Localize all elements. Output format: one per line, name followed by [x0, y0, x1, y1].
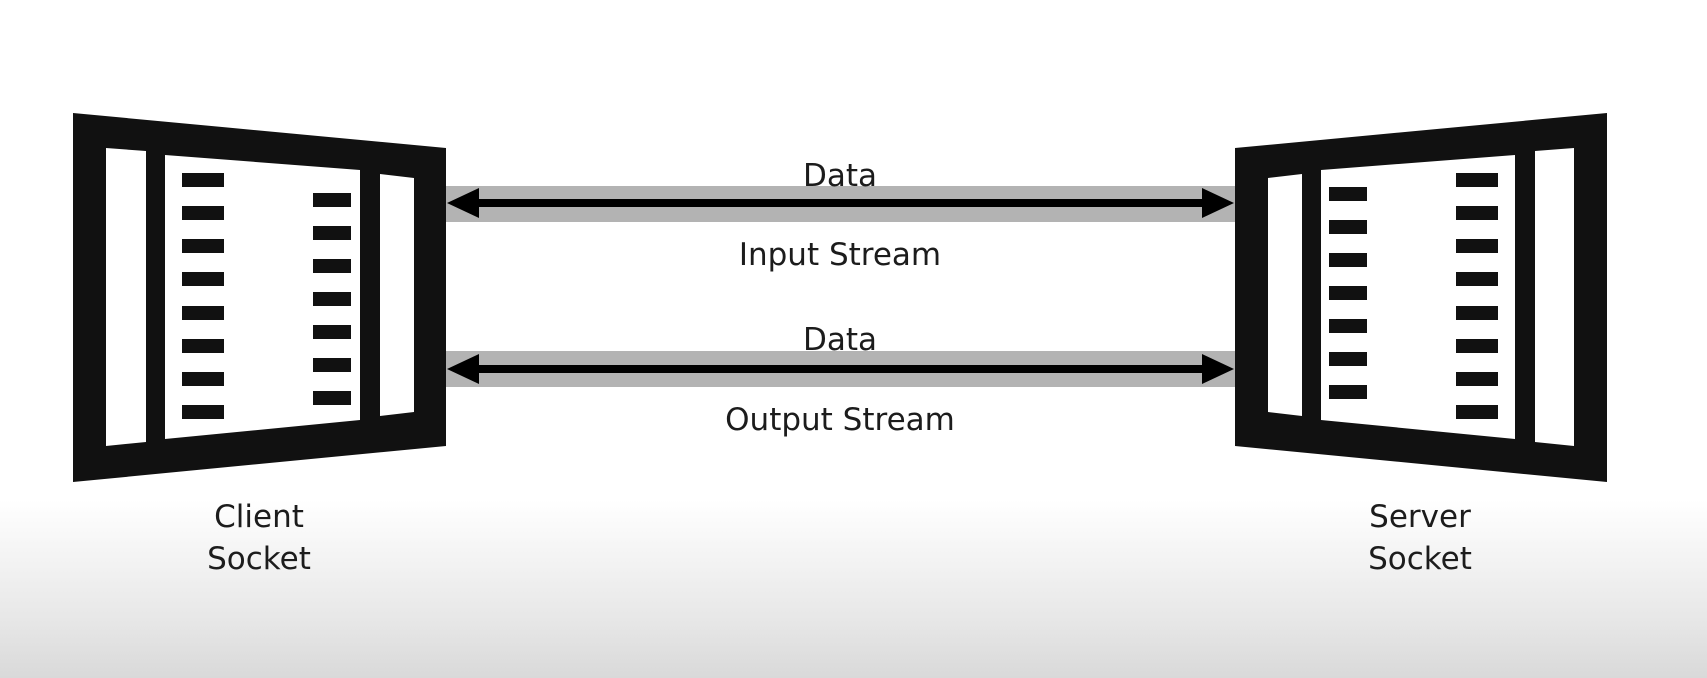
- server-pin: [1456, 306, 1498, 320]
- client-pin: [182, 306, 224, 320]
- output-stream: Data Output Stream: [446, 322, 1235, 438]
- client-pin: [182, 173, 224, 187]
- server-pin: [1456, 239, 1498, 253]
- client-pin: [182, 239, 224, 253]
- server-label-line1: Server: [1369, 499, 1471, 535]
- output-stream-name-label: Output Stream: [725, 402, 955, 438]
- server-pin: [1456, 173, 1498, 187]
- client-pin: [182, 339, 224, 353]
- client-label-line1: Client: [214, 499, 304, 535]
- input-stream-arrow-right-icon: [1202, 188, 1234, 218]
- input-stream-arrow-left-icon: [447, 188, 479, 218]
- server-socket-right-slot: [1535, 148, 1574, 446]
- server-pin: [1329, 352, 1367, 366]
- server-pin: [1329, 385, 1367, 399]
- server-pin: [1329, 319, 1367, 333]
- client-pin: [313, 391, 351, 405]
- server-pin: [1456, 272, 1498, 286]
- server-label-line2: Socket: [1368, 541, 1472, 577]
- server-socket-center-panel: [1321, 155, 1515, 439]
- client-pin: [313, 193, 351, 207]
- client-socket: [73, 113, 446, 482]
- server-pin: [1456, 339, 1498, 353]
- output-stream-arrow-left-icon: [447, 354, 479, 384]
- client-pin: [182, 206, 224, 220]
- server-socket: [1235, 113, 1607, 482]
- server-pin: [1329, 220, 1367, 234]
- client-pin: [182, 272, 224, 286]
- client-pin: [313, 292, 351, 306]
- server-pin: [1329, 286, 1367, 300]
- client-socket-label: Client Socket: [207, 499, 311, 577]
- server-pin: [1329, 187, 1367, 201]
- server-socket-right-pins: [1456, 173, 1498, 419]
- output-stream-data-label: Data: [803, 322, 877, 358]
- client-pin: [313, 259, 351, 273]
- client-pin: [182, 405, 224, 419]
- server-socket-label: Server Socket: [1368, 499, 1472, 577]
- client-socket-left-pins: [182, 173, 224, 419]
- client-socket-right-slot: [380, 174, 414, 416]
- server-pin: [1329, 253, 1367, 267]
- server-pin: [1456, 405, 1498, 419]
- client-label-line2: Socket: [207, 541, 311, 577]
- input-stream-name-label: Input Stream: [739, 237, 941, 273]
- server-pin: [1456, 372, 1498, 386]
- server-socket-left-pins: [1329, 187, 1367, 399]
- client-socket-center-panel: [165, 155, 360, 439]
- client-socket-left-slot: [106, 148, 146, 446]
- client-pin: [182, 372, 224, 386]
- input-stream: Data Input Stream: [446, 158, 1235, 273]
- output-stream-arrow-right-icon: [1202, 354, 1234, 384]
- client-pin: [313, 226, 351, 240]
- client-pin: [313, 325, 351, 339]
- input-stream-data-label: Data: [803, 158, 877, 194]
- client-socket-right-pins: [313, 193, 351, 405]
- server-pin: [1456, 206, 1498, 220]
- client-pin: [313, 358, 351, 372]
- server-socket-left-slot: [1268, 174, 1302, 416]
